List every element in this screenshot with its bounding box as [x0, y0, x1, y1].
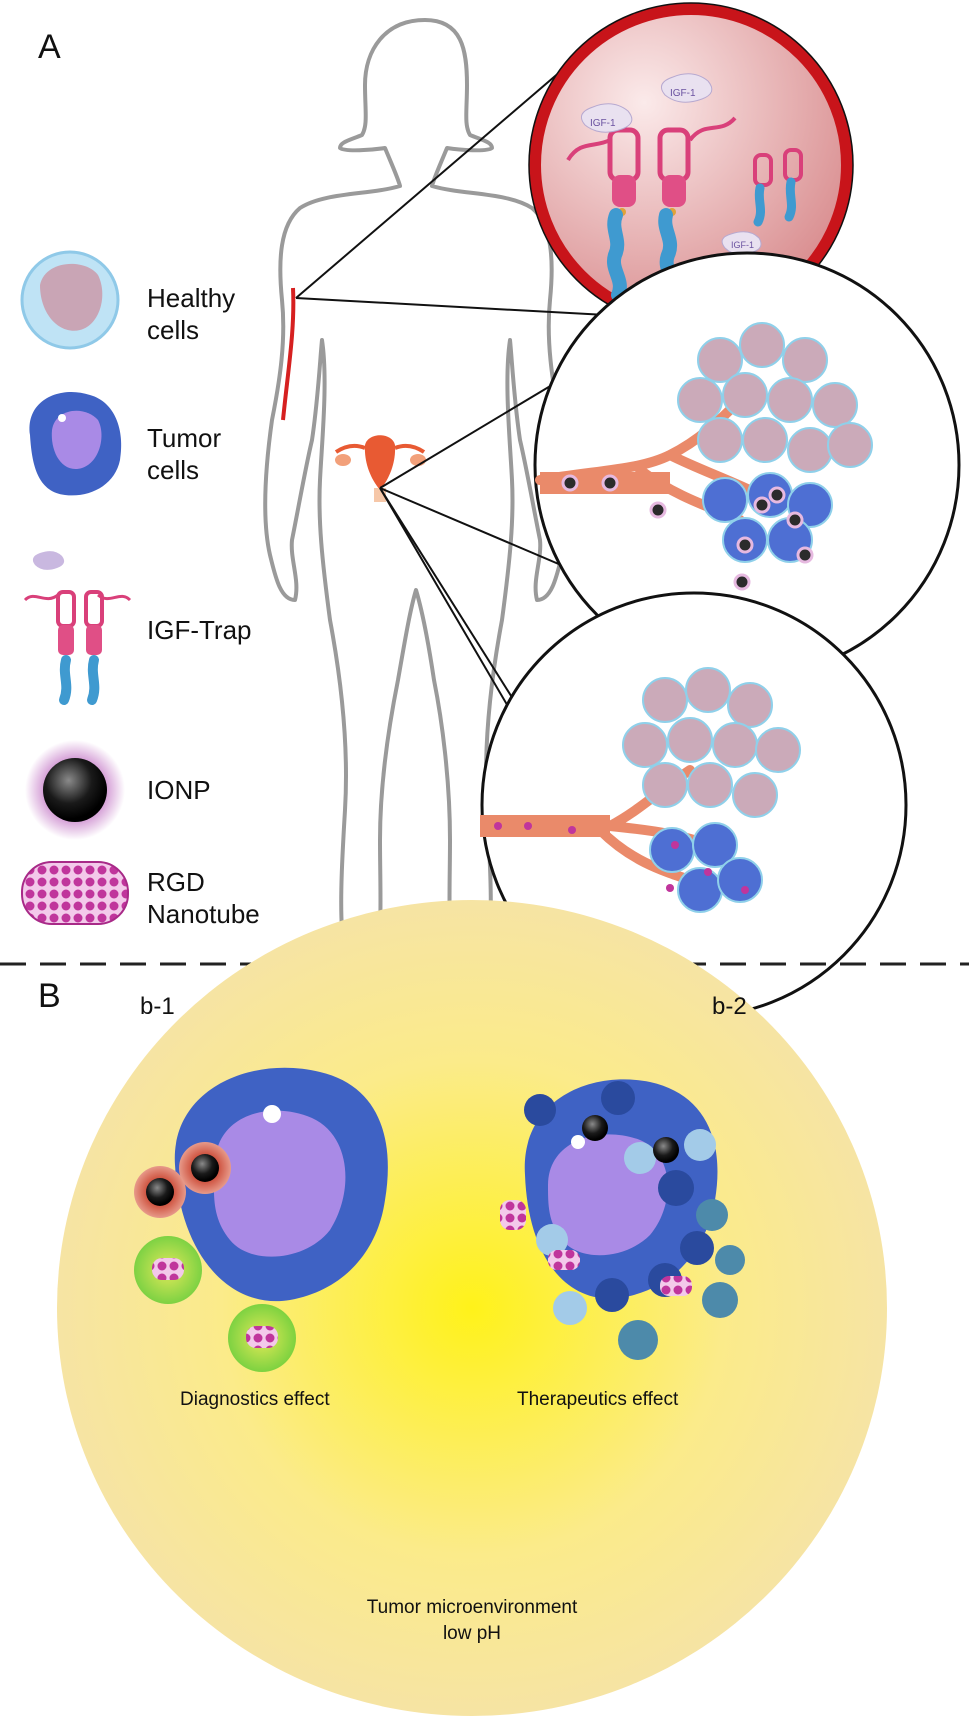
- legend-ionp: IONP: [147, 774, 211, 806]
- therapeutic-tumor-cell: [500, 1079, 745, 1360]
- diagnostic-tumor-cell: [134, 1067, 388, 1372]
- healthy-cell-icon: [20, 250, 120, 350]
- svg-text:IGF-1: IGF-1: [670, 88, 696, 99]
- zoom-healthy-igf: IGF-1 IGF-1 IGF-1: [528, 2, 854, 328]
- b2-label: b-2: [712, 993, 747, 1020]
- igf-trap-icon: [23, 551, 132, 705]
- legend-healthy-cells: Healthy cells: [147, 282, 235, 346]
- igf-trap-molecule: [566, 116, 737, 302]
- ionp-icon: [25, 740, 125, 840]
- legend-line: IONP: [147, 775, 211, 805]
- legend-rgd-nanotube: RGD Nanotube: [147, 866, 260, 930]
- b1-label: b-1: [140, 993, 175, 1020]
- legend-line: Healthy: [147, 283, 236, 313]
- panel-b-label: B: [38, 977, 61, 1015]
- legend-line: Tumor: [147, 423, 222, 453]
- legend-line: IGF-Trap: [147, 615, 252, 645]
- igf-1-tag: IGF-1: [580, 103, 633, 133]
- diagnostics-caption: Diagnostics effect: [180, 1389, 330, 1410]
- zoom-tumor-ionp: [533, 251, 961, 679]
- uterus-icon: [334, 435, 426, 502]
- svg-text:IGF-1: IGF-1: [590, 118, 616, 129]
- panel-a-label: A: [38, 28, 61, 66]
- arm-vessel-marker: [281, 287, 296, 421]
- svg-text:IGF-1: IGF-1: [731, 240, 754, 250]
- igf-1-tag: IGF-1: [721, 231, 762, 255]
- tumor-cell-icon: [29, 391, 122, 496]
- env-line-1: Tumor microenvironment: [366, 1597, 578, 1618]
- legend-line: cells: [147, 455, 200, 485]
- microenvironment-caption: Tumor microenvironment low pH: [322, 1597, 622, 1645]
- therapeutics-caption: Therapeutics effect: [517, 1389, 679, 1410]
- env-line-2: low pH: [442, 1623, 502, 1644]
- legend-line: cells: [147, 315, 200, 345]
- igf-1-tag: IGF-1: [660, 73, 713, 103]
- tumor-microenvironment: [57, 900, 887, 1716]
- legend-line: RGD: [147, 867, 205, 897]
- rgd-nanotube-icon: [21, 861, 129, 925]
- legend-igf-trap: IGF-Trap: [147, 614, 251, 646]
- zoom-tumor-nanotube: [480, 591, 908, 1019]
- igf-trap-molecule-small: [753, 148, 803, 227]
- legend-line: Nanotube: [147, 899, 260, 929]
- legend-tumor-cells: Tumor cells: [147, 422, 221, 486]
